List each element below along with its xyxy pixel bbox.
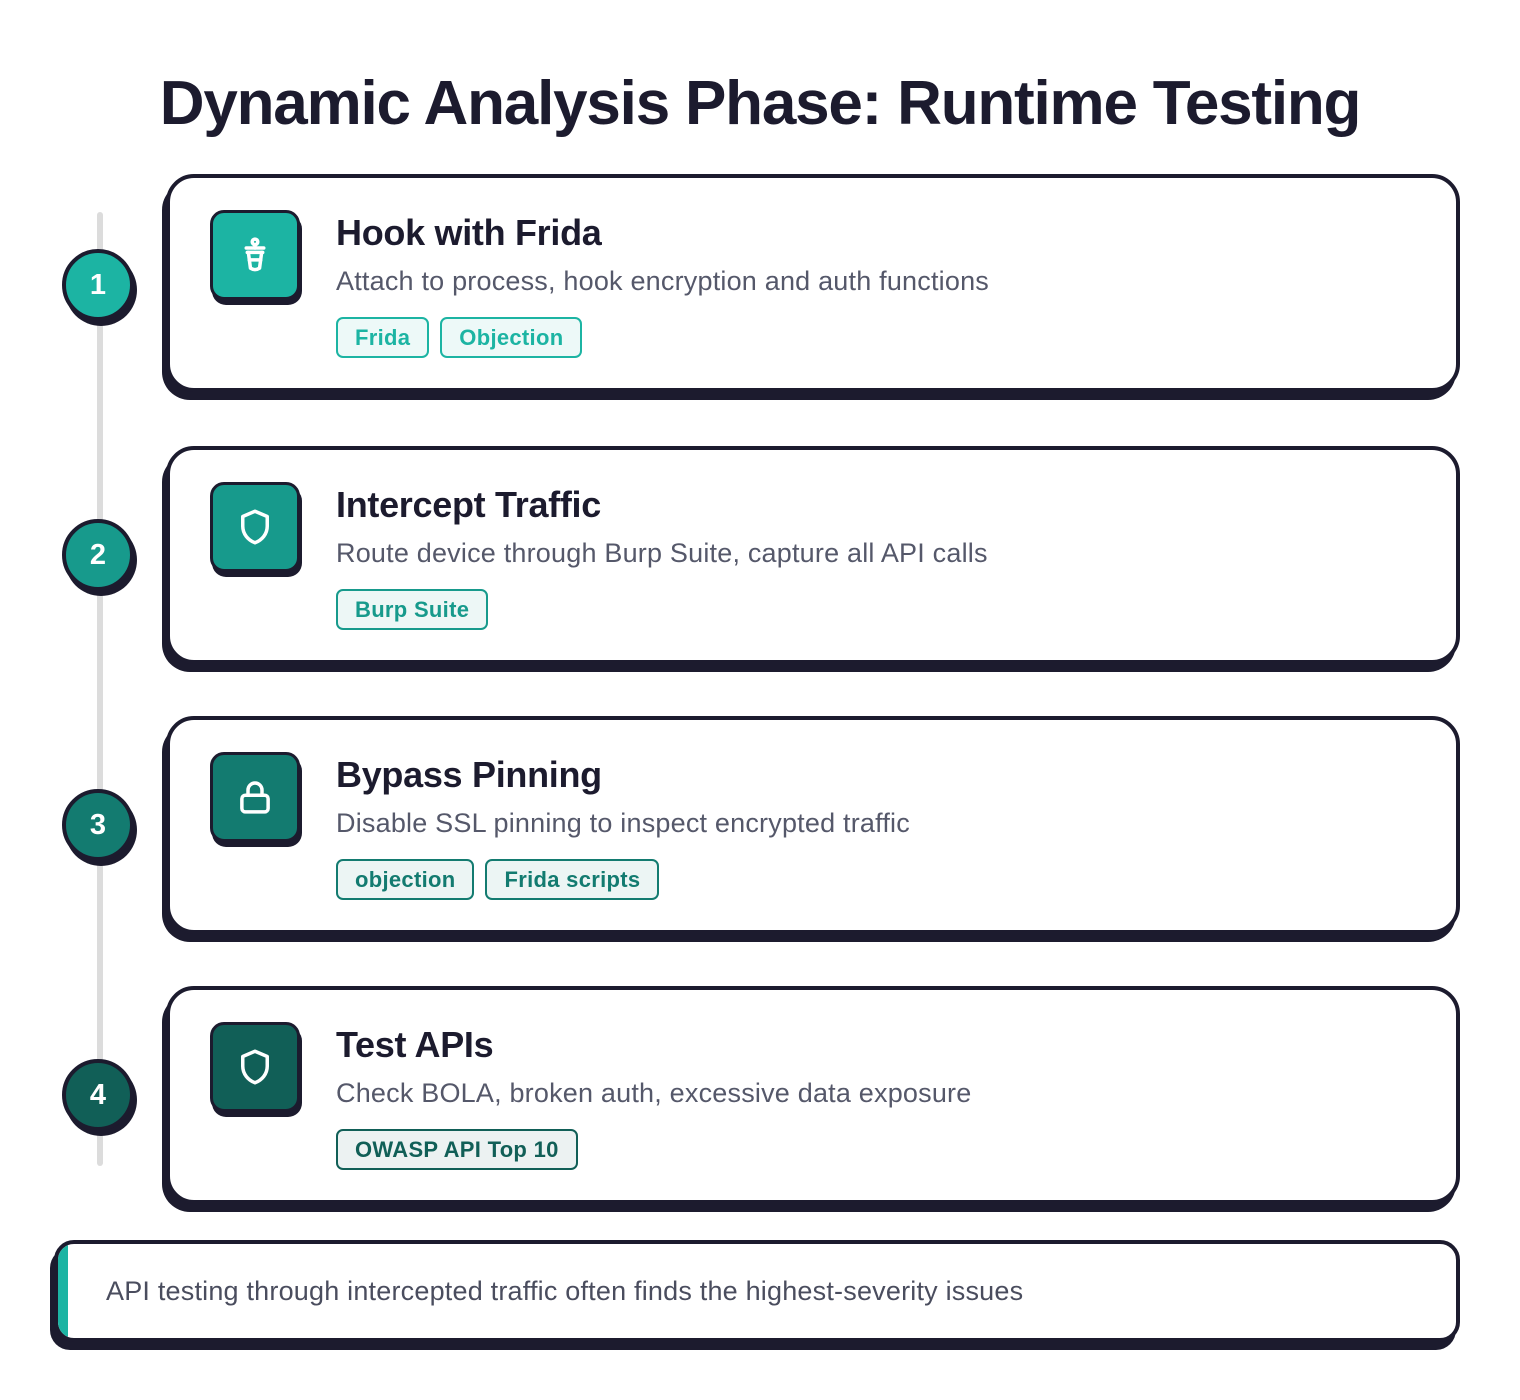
note-accent-bar [58,1244,68,1338]
note-callout: API testing through intercepted traffic … [54,1240,1460,1342]
lock-icon [210,752,300,842]
tool-tag: Frida scripts [485,859,660,900]
shield-icon [210,1022,300,1112]
tool-tag: OWASP API Top 10 [336,1129,578,1170]
tool-tags: Frida Objection [336,317,583,358]
step-description: Check BOLA, broken auth, excessive data … [336,1078,972,1108]
step-card-hook-with-frida: Hook with Frida Attach to process, hook … [166,174,1460,392]
step-number-badge-4: 4 [62,1059,134,1131]
step-number-badge-1: 1 [62,249,134,321]
tool-tag: objection [336,859,475,900]
tool-tag: Frida [336,317,430,358]
tool-tag: Burp Suite [336,589,489,630]
step-card-test-apis: Test APIs Check BOLA, broken auth, exces… [166,986,1460,1204]
step-description: Disable SSL pinning to inspect encrypted… [336,808,910,838]
tool-tags: objection Frida scripts [336,859,660,900]
hook-icon [210,210,300,300]
step-number-badge-3: 3 [62,789,134,861]
page-title: Dynamic Analysis Phase: Runtime Testing [159,69,1362,138]
tool-tags: Burp Suite [336,589,489,630]
step-title: Hook with Frida [336,212,602,253]
shield-icon [210,482,300,572]
step-title: Intercept Traffic [336,484,601,525]
timeline-line [97,212,103,1166]
step-title: Test APIs [336,1024,494,1065]
step-description: Attach to process, hook encryption and a… [336,266,989,296]
step-number-badge-2: 2 [62,519,134,591]
step-card-bypass-pinning: Bypass Pinning Disable SSL pinning to in… [166,716,1460,934]
step-description: Route device through Burp Suite, capture… [336,538,988,568]
step-card-intercept-traffic: Intercept Traffic Route device through B… [166,446,1460,664]
tool-tag: Objection [440,317,583,358]
tool-tags: OWASP API Top 10 [336,1129,578,1170]
step-title: Bypass Pinning [336,754,602,795]
note-text: API testing through intercepted traffic … [106,1276,1024,1306]
